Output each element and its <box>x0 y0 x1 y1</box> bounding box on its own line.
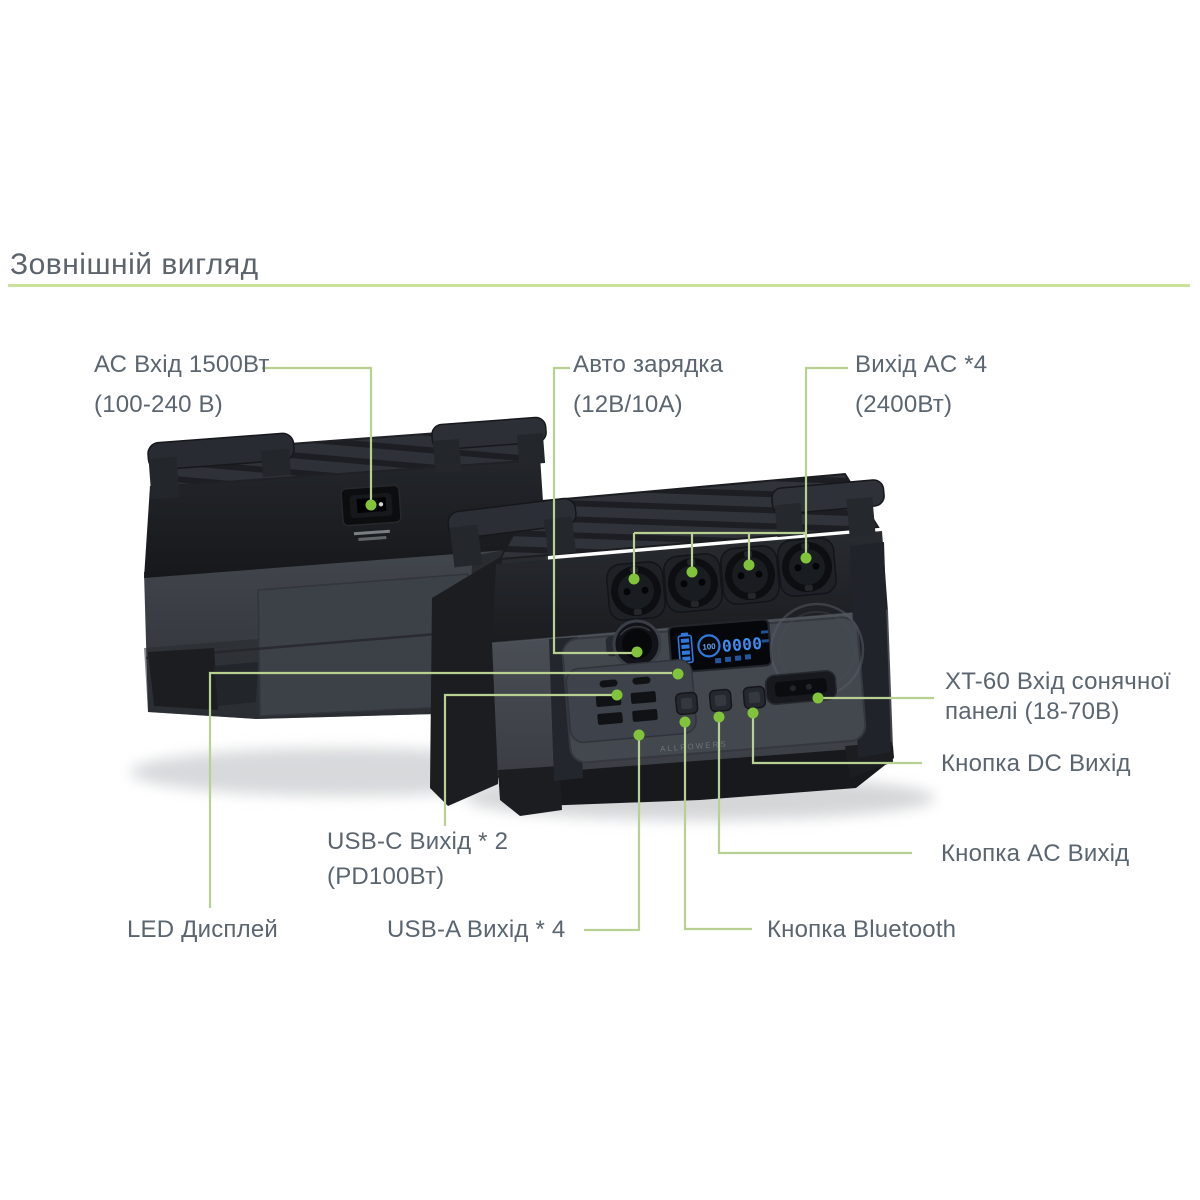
usb-a-port-2 <box>630 691 657 704</box>
ac-outlet-4 <box>777 537 837 597</box>
rear-left-handle-icon <box>147 432 295 499</box>
xt60-port <box>764 670 838 705</box>
power-reading-value: 0000 <box>721 634 763 656</box>
dot-usb-c <box>611 689 623 701</box>
line-ac-output-main <box>804 366 848 556</box>
charge-percent-gauge: 100 <box>697 634 721 658</box>
front-right-handle-icon <box>771 479 885 538</box>
line-bt-button <box>683 725 752 931</box>
line-usb-c <box>443 693 612 826</box>
dot-ac-outlet-3 <box>743 559 755 571</box>
bluetooth-button <box>674 691 699 716</box>
usb-a-port-4 <box>632 709 658 722</box>
dot-ac-input <box>365 499 377 511</box>
ac-output-button <box>708 688 733 713</box>
callout-label-dc-button: Кнопка DC Вихід <box>941 750 1131 777</box>
callout-label-ac-output: Вихід AC *4 (2400Вт) <box>855 351 988 418</box>
callout-label-ac-button: Кнопка AC Вихід <box>941 840 1130 867</box>
callout-dots <box>365 499 824 741</box>
ac-outlet-2 <box>663 553 723 613</box>
callout-lines <box>208 366 934 932</box>
dot-ac-outlet-4 <box>800 552 812 564</box>
title-underline <box>8 284 1190 287</box>
ac-outlet-3 <box>720 545 780 605</box>
dot-bt-button <box>679 716 691 728</box>
dc-output-button <box>742 685 767 710</box>
charge-percent-value: 100 <box>702 642 717 652</box>
line-led <box>208 671 672 908</box>
callout-label-solar-input: XT-60 Вхід сонячної панелі (18-70В) <box>945 668 1171 725</box>
rear-right-handle-icon <box>431 416 547 473</box>
callout-label-usb-a: USB-A Вихід * 4 <box>387 916 566 943</box>
callout-label-usb-c: USB-C Вихід * 2 (PD100Вт) <box>327 828 509 890</box>
line-ac-button <box>717 720 912 855</box>
lcd-display: 100 0000 <box>667 618 773 674</box>
dot-solar-input <box>812 692 824 704</box>
car-charger-port <box>605 619 662 669</box>
dot-led <box>672 668 684 680</box>
callout-label-bt-button: Кнопка Bluetooth <box>767 916 957 943</box>
dot-ac-button <box>713 711 725 723</box>
usb-c-port-1 <box>599 679 618 688</box>
line-ac-input <box>262 366 373 500</box>
power-station-front-view: 100 0000 <box>430 472 894 816</box>
ac-input-port <box>340 484 402 541</box>
callout-label-ac-input: АС Вхід 1500Вт (100-240 В) <box>94 351 270 418</box>
usb-a-port-3 <box>597 712 623 725</box>
dot-car-charge <box>631 646 643 658</box>
dot-ac-outlet-2 <box>686 566 698 578</box>
front-left-handle-icon <box>447 497 577 568</box>
dot-dc-button <box>747 707 759 719</box>
line-usb-a <box>584 738 641 932</box>
callout-label-led: LED Дисплей <box>127 916 278 943</box>
callout-label-car-charge: Авто зарядка (12В/10А) <box>573 351 724 418</box>
line-car-charge <box>552 366 633 655</box>
dot-ac-outlet-1 <box>628 573 640 585</box>
line-dc-button <box>751 716 922 765</box>
usb-c-port-2 <box>632 676 651 685</box>
battery-icon <box>677 632 694 664</box>
dot-usb-a <box>633 729 645 741</box>
ac-outlet-1 <box>606 561 666 621</box>
page-title: Зовнішній вигляд <box>10 248 259 282</box>
